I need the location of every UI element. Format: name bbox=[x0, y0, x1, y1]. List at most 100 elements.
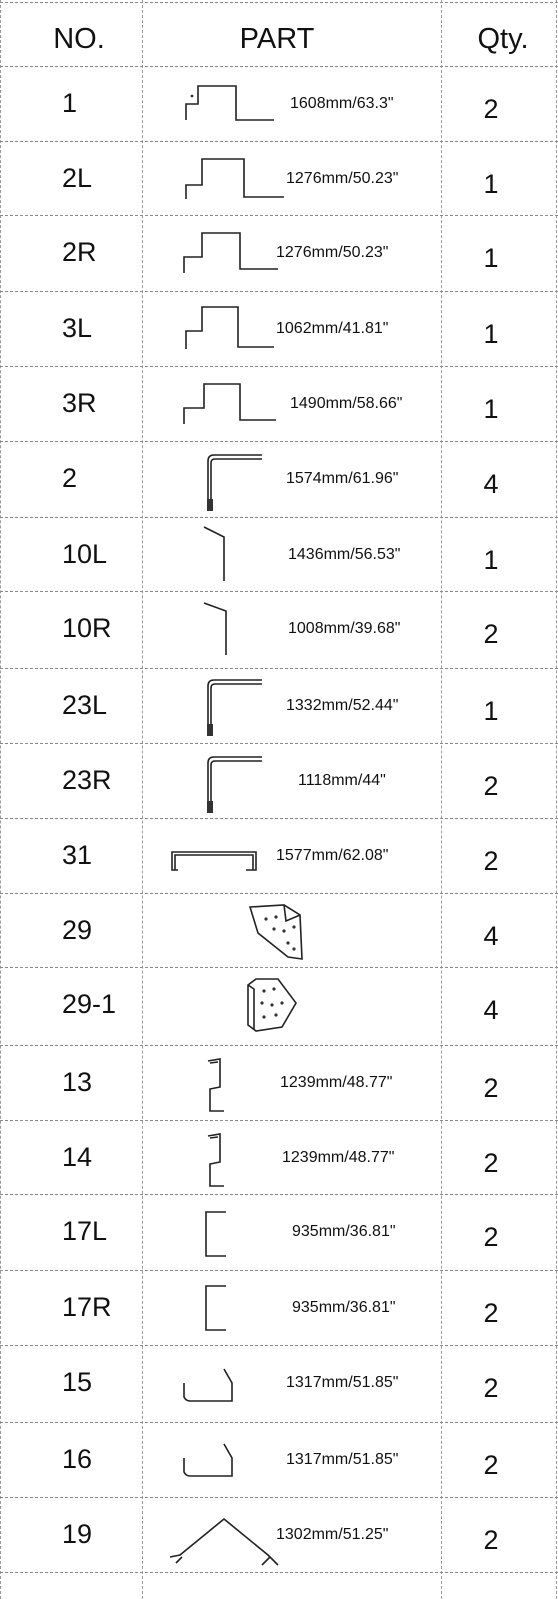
part-number: 29-1 bbox=[62, 989, 117, 1019]
c-channel-icon bbox=[205, 1285, 226, 1331]
step-profile-icon bbox=[185, 306, 274, 349]
table-row: 3R 1490mm/58.66" 1 bbox=[0, 366, 558, 441]
part-number: 29 bbox=[62, 915, 93, 945]
part-length: 1118mm/44" bbox=[298, 771, 386, 789]
part-number: 1 bbox=[62, 88, 78, 118]
part-length: 1490mm/58.66" bbox=[290, 394, 403, 412]
part-qty: 4 bbox=[483, 995, 499, 1025]
part-length: 1577mm/62.08" bbox=[276, 846, 389, 864]
part-length: 1302mm/51.25" bbox=[276, 1525, 389, 1543]
angle-post-icon bbox=[207, 454, 262, 511]
table-row: 10L 1436mm/56.53" 1 bbox=[0, 517, 558, 592]
part-length: 1574mm/61.96" bbox=[286, 469, 399, 487]
table-row: 23L 1332mm/52.44" 1 bbox=[0, 668, 558, 743]
part-length: 1239mm/48.77" bbox=[282, 1148, 395, 1166]
part-number: 23R bbox=[62, 765, 112, 795]
part-number: 17L bbox=[62, 1216, 108, 1246]
part-number: 19 bbox=[62, 1519, 93, 1549]
gutter-profile-icon bbox=[183, 1368, 233, 1402]
table-row: 16 1317mm/51.85" 2 bbox=[0, 1422, 558, 1497]
part-length: 935mm/36.81" bbox=[292, 1298, 396, 1316]
part-length: 1317mm/51.85" bbox=[286, 1450, 399, 1468]
step-profile-icon bbox=[185, 158, 284, 199]
part-number: 3R bbox=[62, 388, 97, 418]
part-qty: 1 bbox=[483, 169, 499, 199]
table-row: 1 1608mm/63.3" 2 bbox=[0, 66, 558, 141]
header-no: NO. bbox=[53, 22, 105, 55]
table-row: 31 1577mm/62.08" 2 bbox=[0, 818, 558, 893]
part-length: 1008mm/39.68" bbox=[288, 619, 401, 637]
table-row: 17R 935mm/36.81" 2 bbox=[0, 1270, 558, 1345]
step-profile-icon bbox=[185, 85, 274, 121]
table-row: 14 1239mm/48.77" 2 bbox=[0, 1120, 558, 1195]
part-number: 2R bbox=[62, 237, 97, 267]
part-number: 2L bbox=[62, 163, 93, 193]
part-qty: 2 bbox=[483, 1450, 499, 1480]
part-number: 31 bbox=[62, 840, 93, 870]
z-profile-icon bbox=[207, 1133, 224, 1187]
table-row: 15 1317mm/51.85" 2 bbox=[0, 1345, 558, 1420]
part-length: 1608mm/63.3" bbox=[290, 94, 394, 112]
part-qty: 2 bbox=[483, 1073, 499, 1103]
part-number: 13 bbox=[62, 1067, 93, 1097]
part-number: 10L bbox=[62, 539, 108, 569]
part-qty: 4 bbox=[483, 921, 499, 951]
part-qty: 1 bbox=[483, 243, 499, 273]
part-qty: 2 bbox=[483, 1525, 499, 1555]
part-qty: 1 bbox=[483, 545, 499, 575]
table-row: 2 1574mm/61.96" 4 bbox=[0, 441, 558, 516]
part-number: 10R bbox=[62, 613, 112, 643]
header-qty: Qty. bbox=[477, 22, 529, 55]
ridge-cap-icon bbox=[169, 1517, 279, 1566]
part-qty: 2 bbox=[483, 1298, 499, 1328]
part-qty: 4 bbox=[483, 469, 499, 499]
table-row: 23R 1118mm/44" 2 bbox=[0, 743, 558, 818]
part-number: 15 bbox=[62, 1367, 93, 1397]
gutter-profile-icon bbox=[183, 1443, 233, 1477]
part-qty: 2 bbox=[483, 1222, 499, 1252]
part-length: 1239mm/48.77" bbox=[280, 1073, 393, 1091]
u-channel-icon bbox=[171, 851, 257, 871]
part-number: 16 bbox=[62, 1444, 93, 1474]
table-row: 19 1302mm/51.25" 2 bbox=[0, 1497, 558, 1572]
header-part: PART bbox=[239, 22, 315, 55]
part-length: 1436mm/56.53" bbox=[288, 545, 401, 563]
gusset-plate-icon bbox=[248, 904, 303, 960]
step-profile-icon bbox=[183, 232, 278, 273]
part-number: 2 bbox=[62, 463, 78, 493]
part-number: 23L bbox=[62, 690, 108, 720]
part-length: 935mm/36.81" bbox=[292, 1222, 396, 1240]
part-number: 3L bbox=[62, 313, 93, 343]
part-qty: 2 bbox=[483, 619, 499, 649]
part-qty: 2 bbox=[483, 771, 499, 801]
step-profile-icon bbox=[183, 383, 276, 424]
angle-post-icon bbox=[207, 756, 262, 813]
table-row: 29 4 bbox=[0, 893, 558, 968]
table-row: 13 1239mm/48.77" 2 bbox=[0, 1045, 558, 1120]
part-number: 17R bbox=[62, 1292, 112, 1322]
c-channel-icon bbox=[205, 1211, 226, 1257]
part-qty: 2 bbox=[483, 846, 499, 876]
part-length: 1062mm/41.81" bbox=[276, 319, 389, 337]
part-number: 14 bbox=[62, 1142, 93, 1172]
part-length: 1276mm/50.23" bbox=[276, 243, 389, 261]
table-row: 3L 1062mm/41.81" 1 bbox=[0, 291, 558, 366]
hook-bar-icon bbox=[203, 602, 227, 655]
part-qty: 1 bbox=[483, 696, 499, 726]
gusset-plate-icon bbox=[247, 978, 297, 1032]
part-length: 1332mm/52.44" bbox=[286, 696, 399, 714]
part-qty: 1 bbox=[483, 394, 499, 424]
table-row: 17L 935mm/36.81" 2 bbox=[0, 1194, 558, 1269]
part-qty: 2 bbox=[483, 1148, 499, 1178]
table-row: 29-1 4 bbox=[0, 967, 558, 1042]
hook-bar-icon bbox=[203, 526, 225, 581]
angle-post-icon bbox=[207, 679, 262, 736]
part-qty: 2 bbox=[483, 94, 499, 124]
part-qty: 2 bbox=[483, 1373, 499, 1403]
part-length: 1317mm/51.85" bbox=[286, 1373, 399, 1391]
table-row: 2R 1276mm/50.23" 1 bbox=[0, 215, 558, 290]
table-row: 10R 1008mm/39.68" 2 bbox=[0, 591, 558, 666]
part-qty: 1 bbox=[483, 319, 499, 349]
part-length: 1276mm/50.23" bbox=[286, 169, 399, 187]
